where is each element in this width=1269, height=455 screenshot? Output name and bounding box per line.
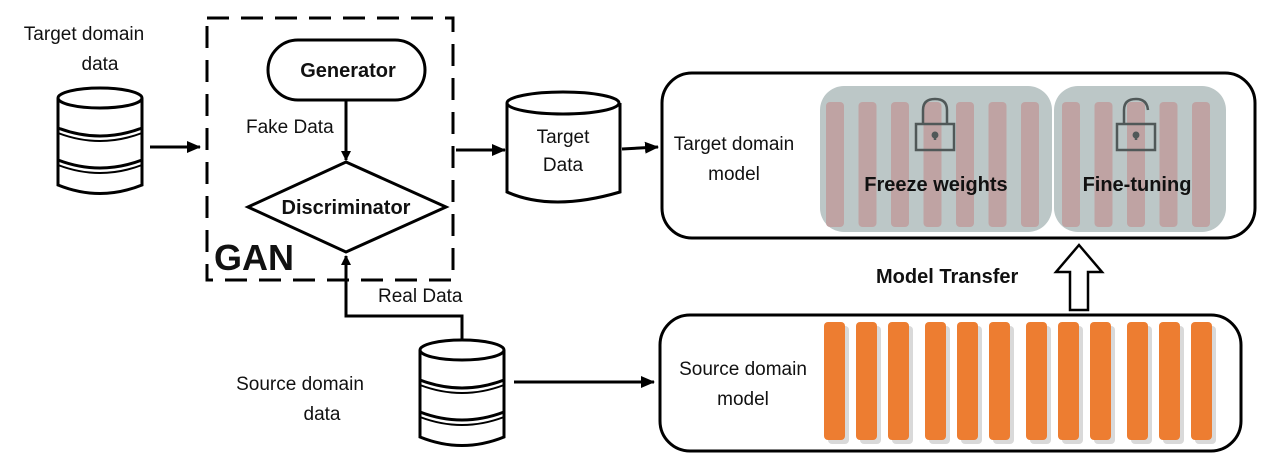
target-data-label-2: Data xyxy=(543,155,584,176)
source-layer xyxy=(888,322,909,440)
source-layer xyxy=(824,322,845,440)
database-icon xyxy=(418,338,506,447)
source-domain-model-box xyxy=(658,313,1243,453)
source-layer xyxy=(989,322,1010,440)
frozen-layer xyxy=(956,102,974,227)
real-data-arrow xyxy=(341,255,464,340)
fine-tuning-block: Fine-tuning xyxy=(1054,86,1226,232)
fine-tuning-label: Fine-tuning xyxy=(1083,174,1192,196)
source-layer xyxy=(925,322,946,440)
fake-data-label: Fake Data xyxy=(246,117,334,138)
discriminator-node: Discriminator xyxy=(244,160,450,254)
target-domain-data-label: Target domain xyxy=(24,24,144,45)
discriminator-label: Discriminator xyxy=(282,197,411,219)
fine-tune-layer xyxy=(1159,102,1178,227)
source-domain-data-label: Source domain xyxy=(236,374,364,395)
gan-boundary xyxy=(205,16,455,282)
source-layer xyxy=(856,322,877,440)
frozen-layer xyxy=(1021,102,1039,227)
target-model-label: Target domain xyxy=(674,134,794,155)
fine-tune-layer xyxy=(1094,102,1113,227)
arrow-to-target-model xyxy=(621,141,659,154)
real-data-label: Real Data xyxy=(378,286,463,307)
fine-tune-layer xyxy=(1127,102,1145,227)
source-model-label-2: model xyxy=(717,389,769,410)
arrow-up-outline-icon xyxy=(1053,243,1105,312)
generator-label: Generator xyxy=(300,60,396,82)
frozen-layer xyxy=(891,102,909,227)
source-layer xyxy=(1058,322,1079,440)
frozen-layer xyxy=(858,102,877,227)
gan-label: GAN xyxy=(214,237,294,278)
source-layer xyxy=(1159,322,1180,440)
model-transfer-label: Model Transfer xyxy=(876,266,1018,288)
freeze-weights-block: Freeze weights xyxy=(820,86,1052,232)
source-layer xyxy=(1127,322,1148,440)
source-layer xyxy=(1026,322,1047,440)
target-model-label-2: model xyxy=(708,164,760,185)
source-layer xyxy=(1090,322,1111,440)
frozen-layer xyxy=(826,102,844,227)
target-data-label: Target xyxy=(537,127,591,148)
freeze-weights-label: Freeze weights xyxy=(864,174,1007,196)
lock-open-icon xyxy=(1115,97,1157,152)
target-domain-data-label-2: data xyxy=(82,54,119,75)
database-icon xyxy=(56,86,144,195)
cylinder-icon xyxy=(505,90,622,204)
fine-tune-layer xyxy=(1062,102,1080,227)
lock-closed-icon xyxy=(914,97,956,152)
source-layer xyxy=(1191,322,1212,440)
source-layer xyxy=(957,322,978,440)
frozen-layer xyxy=(923,102,942,227)
fine-tune-layer xyxy=(1192,102,1210,227)
source-model-label: Source domain xyxy=(679,359,807,380)
frozen-layer xyxy=(988,102,1007,227)
source-domain-data-label-2: data xyxy=(304,404,341,425)
generator-node: Generator xyxy=(266,38,427,102)
